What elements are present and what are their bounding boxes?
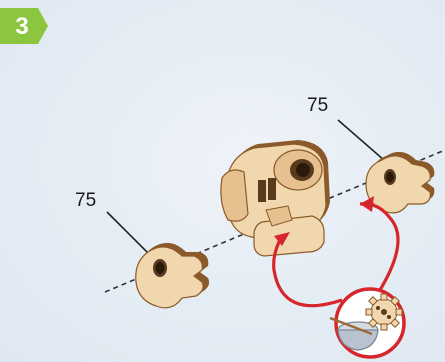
brush-icon — [329, 316, 373, 336]
gear-icon — [365, 293, 403, 331]
part-75-right — [365, 151, 435, 214]
part-number-label-left: 75 — [75, 190, 97, 211]
arrow-head-right — [360, 196, 374, 212]
arrow-head-left — [274, 232, 290, 246]
step-number: 3 — [15, 13, 29, 40]
arrow-to-right-side — [359, 202, 400, 291]
leader-line-left — [106, 211, 151, 256]
glue-direction-arrows — [272, 196, 400, 308]
leader-line-right — [337, 119, 385, 161]
arrow-to-left-side — [272, 235, 343, 308]
step-badge: 3 — [0, 8, 50, 44]
center-assembly — [220, 140, 330, 257]
part-number-label-right: 75 — [307, 95, 329, 116]
glue-callout — [329, 287, 406, 359]
part-75-left — [135, 242, 210, 309]
step-badge-shape — [0, 8, 48, 44]
